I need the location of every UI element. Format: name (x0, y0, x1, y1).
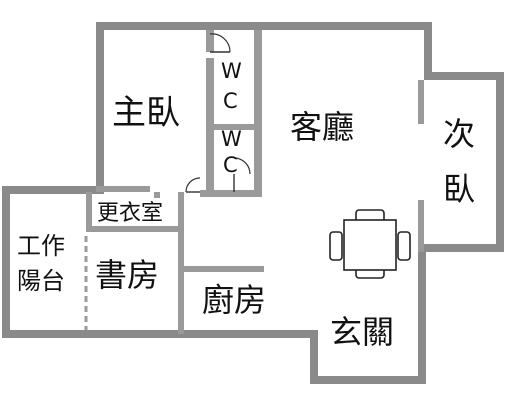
room-label-entrance: 玄關 (330, 313, 394, 351)
room-label-wc-bottom-w: W (221, 127, 242, 151)
room-label-closet: 更衣室 (97, 201, 163, 226)
room-label-wc-top-w: W (221, 59, 242, 83)
room-label-second-bedroom-2: 臥 (443, 170, 475, 208)
room-label-utility-1: 工作 (17, 232, 65, 260)
doors (185, 33, 251, 193)
room-label-utility-2: 陽台 (17, 267, 65, 295)
outer-walls (2, 22, 504, 384)
room-label-living-room: 客廳 (290, 108, 354, 146)
room-label-second-bedroom-1: 次 (443, 115, 475, 153)
room-label-master-bedroom: 主臥 (112, 93, 180, 133)
dining-table-icon (329, 209, 411, 279)
interior-walls (86, 30, 424, 334)
room-label-kitchen: 廚房 (202, 281, 266, 319)
room-label-wc-top-c: C (223, 89, 238, 113)
room-label-study: 書房 (95, 256, 159, 294)
room-label-wc-bottom-c: C (223, 153, 238, 177)
